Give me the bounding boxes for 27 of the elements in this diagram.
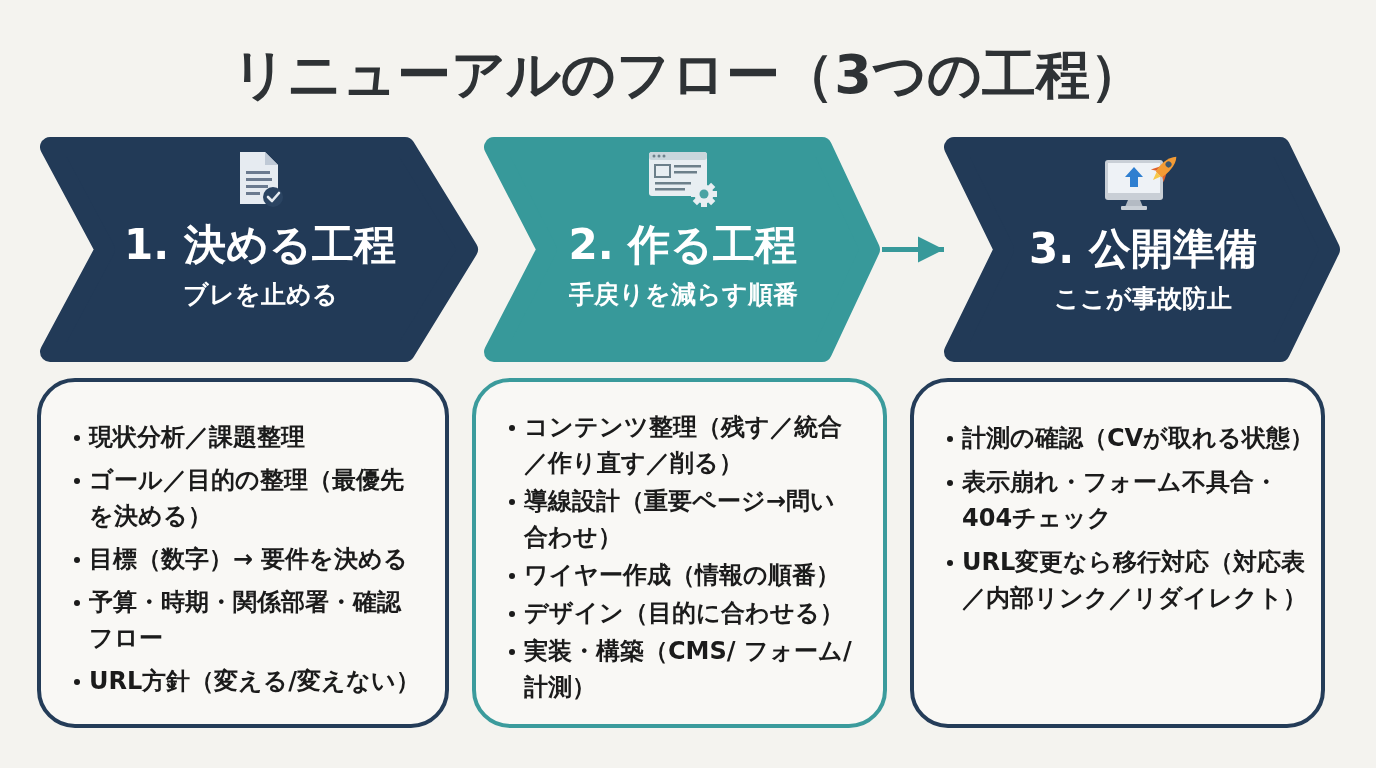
bullet-item: ワイヤー作成（情報の順番） xyxy=(508,557,840,593)
bullet-item: 導線設計（重要ページ→問い合わせ） xyxy=(508,483,858,555)
step-heading: 1. 決める工程 xyxy=(124,220,396,270)
content-panel xyxy=(37,378,449,728)
bullet-item: 現状分析／課題整理 xyxy=(73,419,305,455)
step-subtitle: ここが事故防止 xyxy=(1054,284,1232,314)
chevron-banner xyxy=(40,137,480,362)
page-title: リニューアルのフロー（3つの工程） xyxy=(232,42,1144,108)
bullet-item: コンテンツ整理（残す／統合／作り直す／削る） xyxy=(508,409,858,481)
arrow xyxy=(882,236,944,263)
content-panel xyxy=(910,378,1325,728)
chevron-banner xyxy=(944,137,1342,362)
bullet-item: URL変更なら移行対応（対応表／内部リンク／リダイレクト） xyxy=(946,544,1316,616)
content-panel xyxy=(472,378,887,728)
step-heading: 3. 公開準備 xyxy=(1029,224,1257,274)
bullet-item: URL方針（変える/変えない） xyxy=(73,663,421,699)
bullet-item: デザイン（目的に合わせる） xyxy=(508,595,844,631)
step-subtitle: 手戻りを減らす順番 xyxy=(568,280,798,310)
step-heading: 2. 作る工程 xyxy=(568,220,798,270)
step-subtitle: ブレを止める xyxy=(182,280,338,310)
bullet-item: 計測の確認（CVが取れる状態） xyxy=(946,420,1315,456)
bullet-item: ゴール／目的の整理（最優先を決める） xyxy=(73,462,423,534)
bullet-item: 目標（数字）→ 要件を決める xyxy=(73,541,409,577)
bullet-item: 予算・時期・関係部署・確認フロー xyxy=(73,584,423,656)
chevron-banner xyxy=(484,137,882,362)
bullet-item: 表示崩れ・フォーム不具合・404チェック xyxy=(946,464,1316,536)
bullet-item: 実装・構築（CMS/ フォーム/計測） xyxy=(508,633,858,705)
